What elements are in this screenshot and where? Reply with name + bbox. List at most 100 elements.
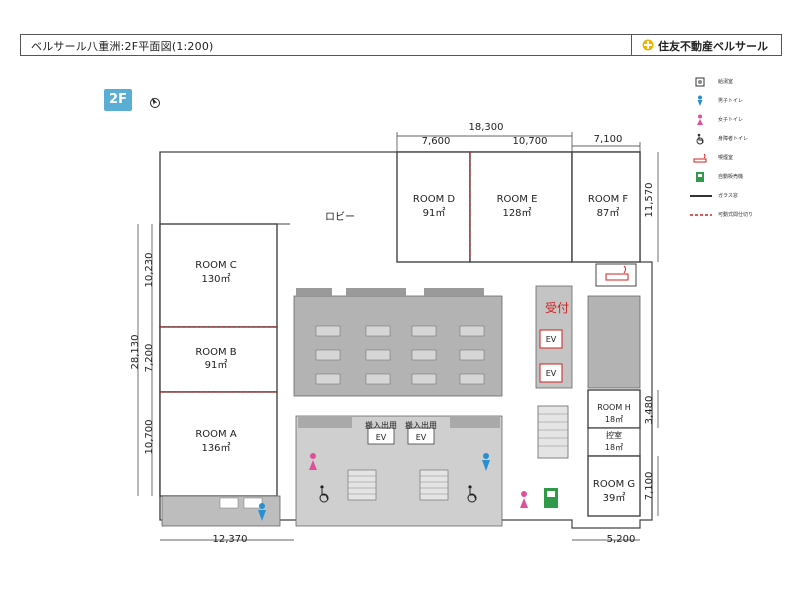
title-bar: ベルサール八重洲:2F平面図(1:200) 住友不動産ベルサール bbox=[20, 34, 782, 56]
room-a[interactable] bbox=[159, 391, 278, 497]
lower-core bbox=[295, 415, 503, 527]
dim-top-d: 7,600 bbox=[422, 136, 451, 147]
elevator-2[interactable] bbox=[539, 363, 563, 383]
legend-item: 給湯室 bbox=[690, 74, 790, 93]
legend-label: 女子トイレ bbox=[718, 117, 744, 123]
legend-item: 可動式間仕切り bbox=[690, 207, 790, 226]
dimension-lines bbox=[137, 132, 659, 541]
legend-label: 給湯室 bbox=[718, 79, 734, 85]
female-toilet-icon bbox=[520, 491, 528, 508]
room-h[interactable] bbox=[587, 389, 641, 429]
glass-wall-icon bbox=[690, 195, 712, 197]
stair-left bbox=[347, 469, 377, 501]
legend-label: ガラス窓 bbox=[718, 193, 738, 199]
room-c-area: 130㎡ bbox=[201, 273, 230, 285]
room-a-area: 136㎡ bbox=[201, 442, 230, 454]
room-f-area: 87㎡ bbox=[597, 207, 620, 219]
smoking-room-icon bbox=[605, 265, 629, 281]
legend-label: 自動販売機 bbox=[718, 174, 744, 180]
legend: 給湯室 男子トイレ 女子トイレ 身障者トイレ 喫煙室 自動販売機 ガラス窓 可動… bbox=[690, 74, 790, 226]
room-f[interactable] bbox=[571, 151, 641, 263]
dim-right-h: 3,480 bbox=[644, 396, 655, 425]
dim-left-a: 10,700 bbox=[144, 420, 155, 455]
room-f-name: ROOM F bbox=[588, 194, 628, 205]
freight-ev-2[interactable] bbox=[407, 427, 435, 445]
stair-center bbox=[419, 469, 449, 501]
accessible-toilet-icon bbox=[319, 485, 329, 503]
reception-label: 受付 bbox=[545, 301, 569, 315]
room-h-name: ROOM H bbox=[597, 403, 631, 412]
page-title: ベルサール八重洲:2F平面図(1:200) bbox=[31, 40, 214, 53]
male-toilet-icon bbox=[697, 95, 703, 106]
floor-badge: 2F bbox=[104, 89, 132, 111]
hikae-room[interactable] bbox=[587, 427, 641, 457]
ev-label-2: EV bbox=[546, 369, 557, 378]
vending-machine-icon bbox=[544, 488, 558, 508]
movable-partition-icon bbox=[690, 214, 712, 216]
room-b-area: 91㎡ bbox=[205, 359, 228, 371]
vending-machine-icon bbox=[696, 172, 704, 182]
smoking-room-icon bbox=[693, 153, 707, 163]
room-e[interactable] bbox=[469, 151, 573, 263]
legend-label: 可動式間仕切り bbox=[718, 212, 754, 218]
service-block bbox=[587, 295, 641, 389]
room-g-area: 39㎡ bbox=[603, 492, 626, 504]
legend-item: 女子トイレ bbox=[690, 112, 790, 131]
room-g[interactable] bbox=[587, 455, 641, 517]
brand-box: 住友不動産ベルサール bbox=[631, 35, 781, 55]
elevator-1[interactable] bbox=[539, 329, 563, 349]
hikae-area: 18㎡ bbox=[605, 443, 623, 452]
freight-ev-label-2: EV bbox=[416, 433, 427, 442]
dim-right-g: 7,100 bbox=[644, 472, 655, 501]
room-e-area: 128㎡ bbox=[502, 207, 531, 219]
room-h-area: 18㎡ bbox=[605, 415, 623, 424]
female-toilet-icon bbox=[309, 453, 317, 470]
legend-label: 男子トイレ bbox=[718, 98, 744, 104]
hikae-name: 控室 bbox=[606, 430, 622, 440]
female-toilet-icon bbox=[697, 114, 703, 125]
room-b-name: ROOM B bbox=[195, 347, 236, 358]
male-toilet-icon bbox=[482, 453, 490, 471]
dim-top-e: 10,700 bbox=[513, 136, 548, 147]
room-d[interactable] bbox=[396, 151, 471, 263]
north-arrow-icon bbox=[150, 97, 160, 108]
accessible-toilet-icon bbox=[696, 133, 704, 145]
room-b[interactable] bbox=[159, 326, 278, 393]
freight-ev-label-1: EV bbox=[376, 433, 387, 442]
room-d-name: ROOM D bbox=[413, 194, 455, 205]
room-c-name: ROOM C bbox=[195, 260, 236, 271]
legend-item: 男子トイレ bbox=[690, 93, 790, 112]
brand-logo-icon bbox=[642, 39, 654, 51]
dim-left-c: 10,230 bbox=[144, 253, 155, 288]
legend-label: 喫煙室 bbox=[718, 155, 734, 161]
fire-extinguisher-icon bbox=[695, 77, 705, 87]
male-toilet-icon bbox=[258, 503, 266, 521]
legend-item: 自動販売機 bbox=[690, 169, 790, 188]
dim-top-f: 7,100 bbox=[594, 134, 623, 145]
dim-right-f: 11,570 bbox=[644, 183, 655, 218]
lobby-label: ロビー bbox=[325, 211, 355, 223]
room-e-name: ROOM E bbox=[497, 194, 538, 205]
dim-bottom-left: 12,370 bbox=[213, 534, 248, 545]
dim-top-total: 18,300 bbox=[469, 122, 504, 133]
freight-label-left: 搬入出用 bbox=[365, 420, 397, 430]
freight-ev-1[interactable] bbox=[367, 427, 395, 445]
dim-left-b: 7,200 bbox=[144, 344, 155, 373]
room-c[interactable] bbox=[159, 223, 278, 328]
freight-label-right: 搬入出用 bbox=[405, 420, 437, 430]
legend-label: 身障者トイレ bbox=[718, 136, 749, 142]
stair-right bbox=[537, 405, 569, 459]
legend-item: 身障者トイレ bbox=[690, 131, 790, 150]
accessible-toilet-icon bbox=[467, 485, 477, 503]
room-a-name: ROOM A bbox=[195, 429, 236, 440]
core-tables bbox=[315, 325, 485, 385]
legend-item: ガラス窓 bbox=[690, 188, 790, 207]
legend-item: 喫煙室 bbox=[690, 150, 790, 169]
dim-left-total: 28,130 bbox=[130, 335, 141, 370]
room-g-name: ROOM G bbox=[593, 479, 635, 490]
dim-bottom-right: 5,200 bbox=[607, 534, 636, 545]
ev-label-1: EV bbox=[546, 335, 557, 344]
brand-name: 住友不動産ベルサール bbox=[658, 40, 768, 53]
